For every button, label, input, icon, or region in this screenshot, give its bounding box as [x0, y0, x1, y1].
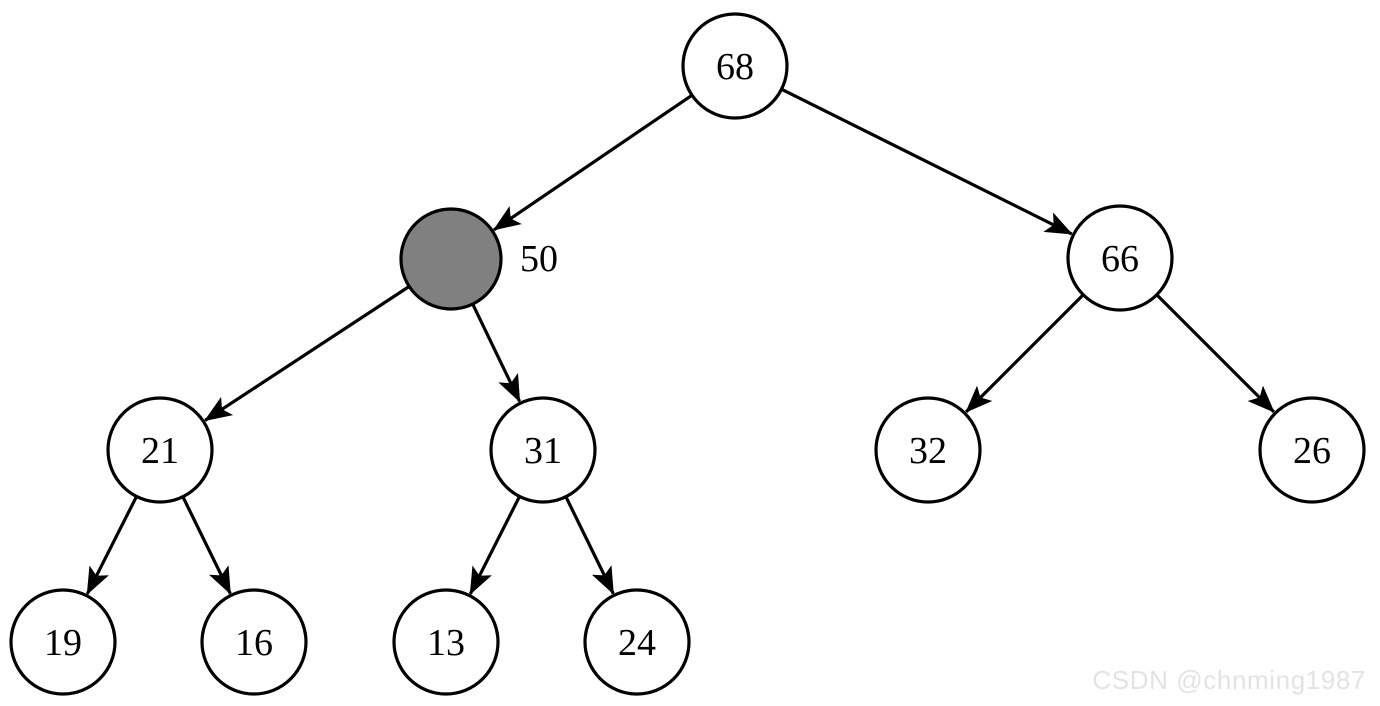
node-circle[interactable] [874, 396, 982, 504]
node-label-32: 32 [909, 430, 947, 472]
tree-edge-50-to-31 [471, 304, 522, 403]
node-circle[interactable] [1066, 204, 1174, 312]
node-label-50: 50 [520, 238, 558, 280]
node-label-21: 21 [141, 430, 179, 472]
tree-edge-68-to-66 [781, 88, 1073, 236]
tree-edge-66-to-32 [965, 294, 1084, 413]
tree-edge-31-to-13 [468, 496, 521, 595]
edges-layer [85, 88, 1275, 595]
tree-node-68[interactable]: 68 [681, 12, 789, 120]
node-circle[interactable] [681, 12, 789, 120]
node-circle[interactable] [9, 588, 117, 696]
tree-edge-21-to-16 [181, 496, 232, 595]
nodes-layer: 68 50 66 21 31 32 26 19 16 13 24 [9, 12, 1366, 696]
node-circle[interactable] [1258, 396, 1366, 504]
node-label-31: 31 [524, 430, 562, 472]
tree-node-50[interactable]: 50 [399, 207, 558, 311]
tree-node-13[interactable]: 13 [392, 588, 500, 696]
node-label-24: 24 [618, 622, 656, 664]
node-circle[interactable] [392, 588, 500, 696]
tree-edge-21-to-19 [85, 496, 138, 595]
node-label-16: 16 [235, 622, 273, 664]
node-label-68: 68 [716, 46, 754, 88]
tree-node-32[interactable]: 32 [874, 396, 982, 504]
node-circle[interactable] [106, 396, 214, 504]
node-label-19: 19 [44, 622, 82, 664]
tree-edge-66-to-26 [1156, 294, 1275, 413]
tree-node-19[interactable]: 19 [9, 588, 117, 696]
tree-node-31[interactable]: 31 [489, 396, 597, 504]
node-circle[interactable] [200, 588, 308, 696]
node-label-13: 13 [427, 622, 465, 664]
node-label-66: 66 [1101, 238, 1139, 280]
tree-node-26[interactable]: 26 [1258, 396, 1366, 504]
tree-node-24[interactable]: 24 [583, 588, 691, 696]
tree-edge-31-to-24 [564, 496, 615, 595]
node-circle[interactable] [583, 588, 691, 696]
tree-node-66[interactable]: 66 [1066, 204, 1174, 312]
tree-node-21[interactable]: 21 [106, 396, 214, 504]
tree-edge-50-to-21 [204, 285, 410, 422]
node-label-26: 26 [1293, 430, 1331, 472]
csdn-watermark: CSDN @chnming1987 [1092, 665, 1366, 695]
node-circle-highlighted[interactable] [399, 207, 503, 311]
tree-node-16[interactable]: 16 [200, 588, 308, 696]
tree-edge-68-to-50 [492, 94, 693, 232]
node-circle[interactable] [489, 396, 597, 504]
